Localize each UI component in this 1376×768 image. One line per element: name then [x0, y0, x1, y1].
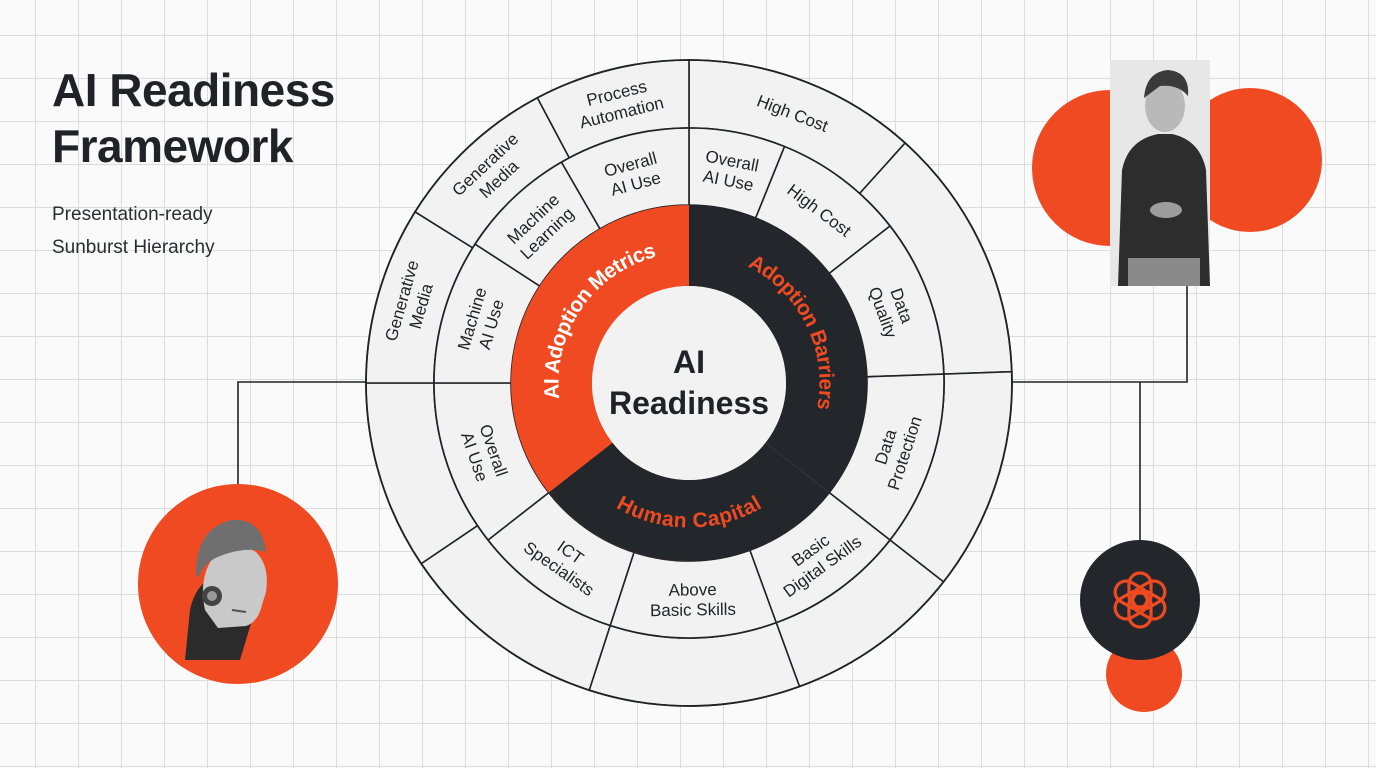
subtitle-line-2: Sunburst Hierarchy — [52, 237, 215, 258]
hub-segment-2 — [689, 205, 867, 493]
presenter-photo — [1032, 60, 1322, 286]
left-connector — [237, 381, 366, 488]
center-circle — [592, 286, 786, 480]
middle-segment-6-label-line-2: Basic Skills — [650, 599, 736, 619]
middle-segment-6-label-line-1: Above — [668, 580, 717, 600]
center-label-line-2: Readiness — [609, 385, 769, 421]
right-connector-top — [1012, 286, 1188, 383]
badge-dark-circle — [1080, 540, 1200, 660]
ring-border-1 — [365, 59, 1013, 707]
openai-logo-icon — [1113, 571, 1167, 629]
hub-segment-3 — [548, 442, 830, 561]
center-label-line-1: AI — [673, 344, 705, 380]
robot-head-image — [138, 484, 338, 684]
sunburst-center: AI Readiness — [592, 286, 786, 480]
page-title: AI Readiness Framework — [52, 62, 335, 174]
subtitle: Presentation-ready Sunburst Hierarchy — [52, 198, 215, 264]
title-line-1: AI Readiness — [52, 64, 335, 116]
middle-segment-6-label: AboveBasic Skills — [649, 579, 736, 619]
logo-badge — [1080, 540, 1200, 712]
subtitle-line-1: Presentation-ready — [52, 204, 213, 225]
connector-lines — [237, 286, 1188, 540]
outer-ring: High CostGenerativeMediaGenerativeMediaP… — [365, 59, 1013, 707]
title-line-2: Framework — [52, 120, 293, 172]
